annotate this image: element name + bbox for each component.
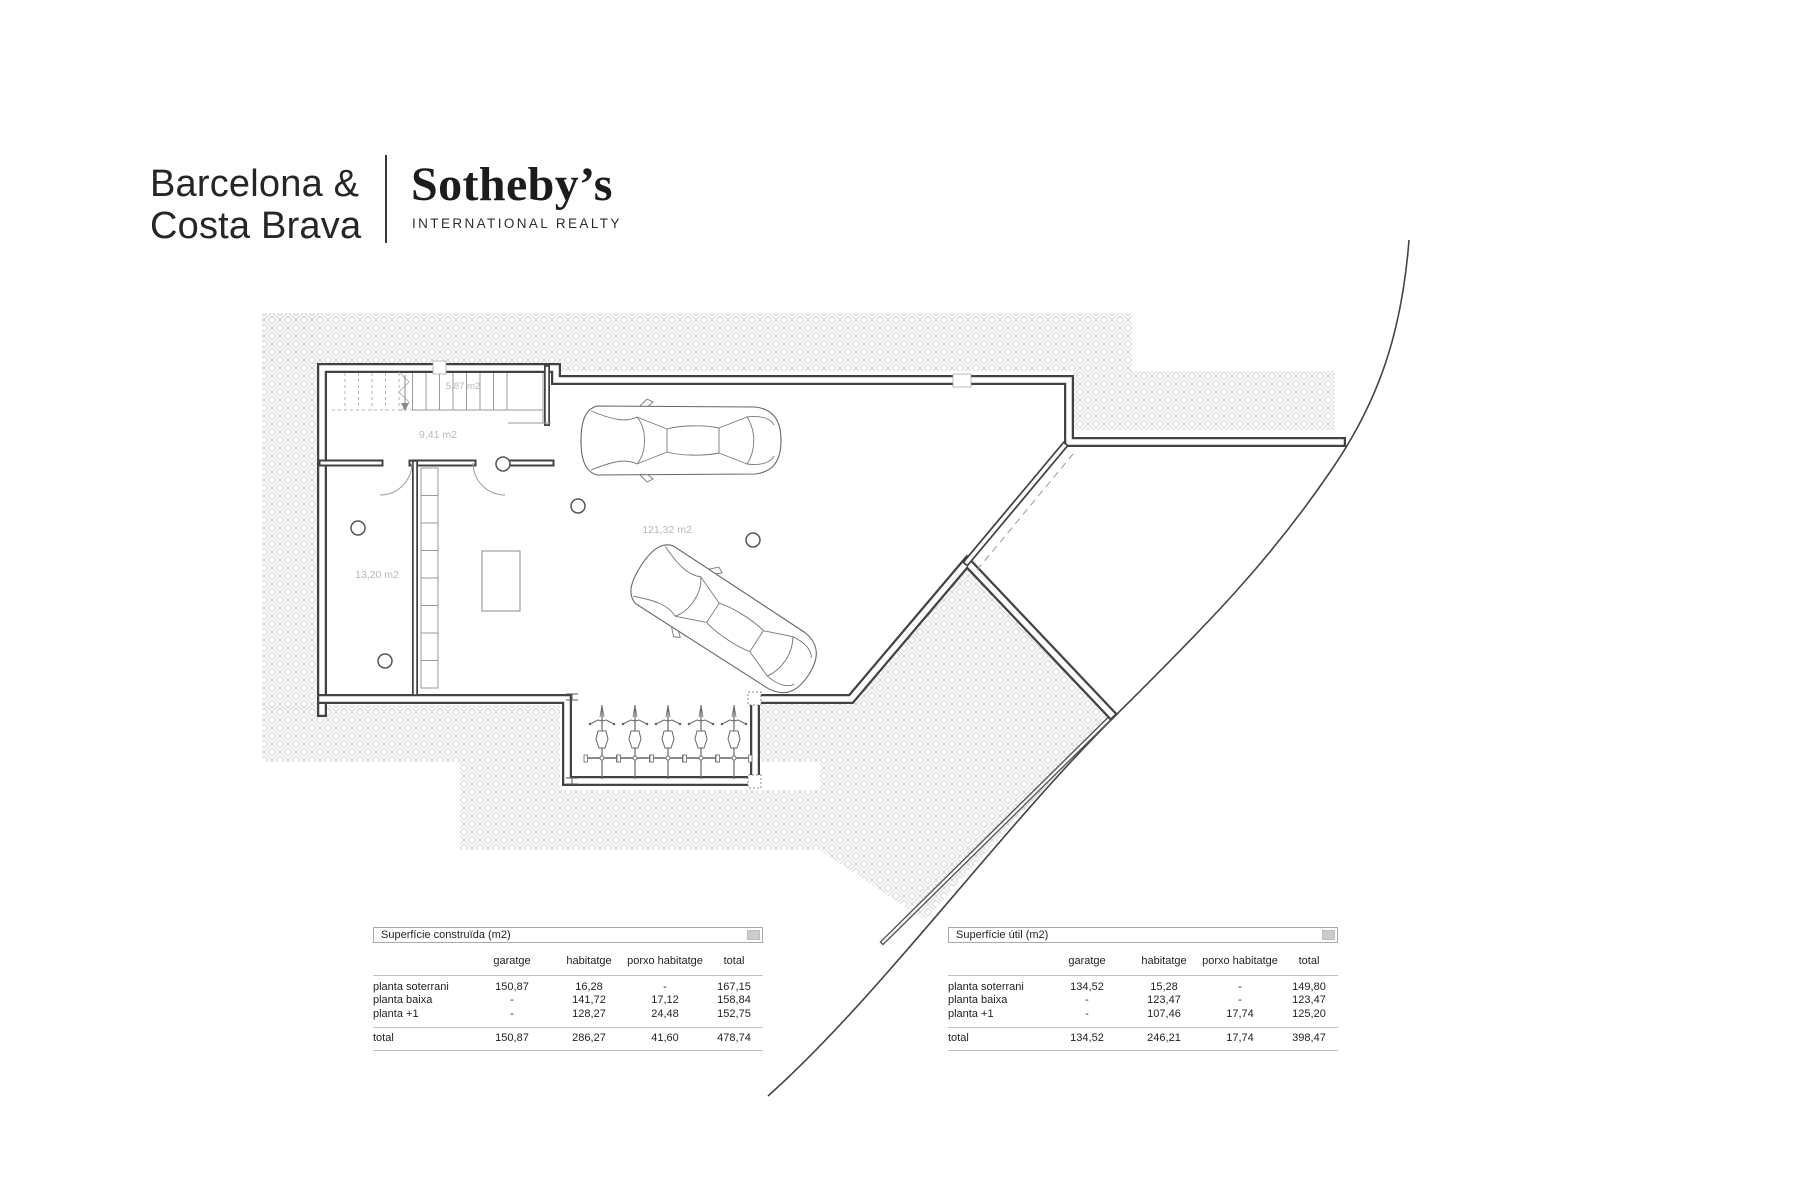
title-bar-handle-icon [747,930,760,940]
logo-divider [385,155,387,243]
table-title-bar: Superfície construïda (m2) [373,927,763,943]
table-row: planta baixa - 141,72 17,12 158,84 [373,994,751,1006]
table-row: planta soterrani 150,87 16,28 - 167,15 [373,980,751,993]
table-title: Superfície construïda (m2) [381,929,511,941]
stair-direction-arrow [401,403,409,411]
property-boundary-curve [767,239,1410,1097]
table-title: Superfície útil (m2) [956,929,1049,941]
table-title-bar: Superfície útil (m2) [948,927,1338,943]
table-total-row: total 134,52 246,21 17,74 398,47 [948,1032,1326,1044]
area-label-garage: 121,32 m2 [642,524,692,536]
table-total-row: total 150,87 286,27 41,60 478,74 [373,1032,751,1044]
column [495,456,511,472]
bike-recess-floor [560,690,760,785]
table-row: planta +1 - 128,27 24,48 152,75 [373,1007,751,1020]
staircase [332,371,551,424]
table-row: planta soterrani 134,52 15,28 - 149,80 [948,980,1326,993]
col-header: garatge [1068,955,1106,967]
wall-joint-marks [432,360,972,388]
col-header: total [723,955,745,967]
building-walls [317,363,1346,946]
area-label-room: 13,20 m2 [355,569,399,581]
col-header: porxo habitatge [627,955,703,967]
shelving-unit [420,467,439,689]
col-header: garatge [493,955,531,967]
table-superficie-util: Superfície útil (m2) garatge habitatge p… [948,927,1338,1051]
column [377,653,393,669]
table-header-row: garatge habitatge porxo habitatge total [948,955,1338,969]
table-superficie-construida: Superfície construïda (m2) garatge habit… [373,927,763,1051]
table-row: planta baixa - 123,47 - 123,47 [948,994,1326,1006]
logo-region-line2: Costa Brava [150,205,362,247]
col-header: habitatge [566,955,612,967]
table-furniture [481,550,521,612]
terrain-hatch [262,313,1335,920]
table-header-row: garatge habitatge porxo habitatge total [373,955,763,969]
logo-region-name: Barcelona & Costa Brava [150,163,361,247]
column [350,520,366,536]
door-swings [379,462,506,496]
col-header: habitatge [1141,955,1187,967]
logo-tagline: INTERNATIONAL REALTY [412,216,622,231]
col-header: total [1298,955,1320,967]
logo-brand: Sotheby’s [411,158,613,211]
column [745,532,761,548]
area-label-stairs: 5,87 m2 [446,381,480,392]
car-2 [617,530,832,711]
logo-region-line1: Barcelona & [150,163,360,205]
steel-column-marks [566,691,762,789]
column [570,498,586,514]
table-row: planta +1 - 107,46 17,74 125,20 [948,1007,1326,1020]
title-bar-handle-icon [1322,930,1335,940]
ramp-centerline [976,453,1074,571]
columns [350,456,761,669]
area-label-hall: 9,41 m2 [419,429,457,441]
car-1 [580,398,782,483]
col-header: porxo habitatge [1202,955,1278,967]
